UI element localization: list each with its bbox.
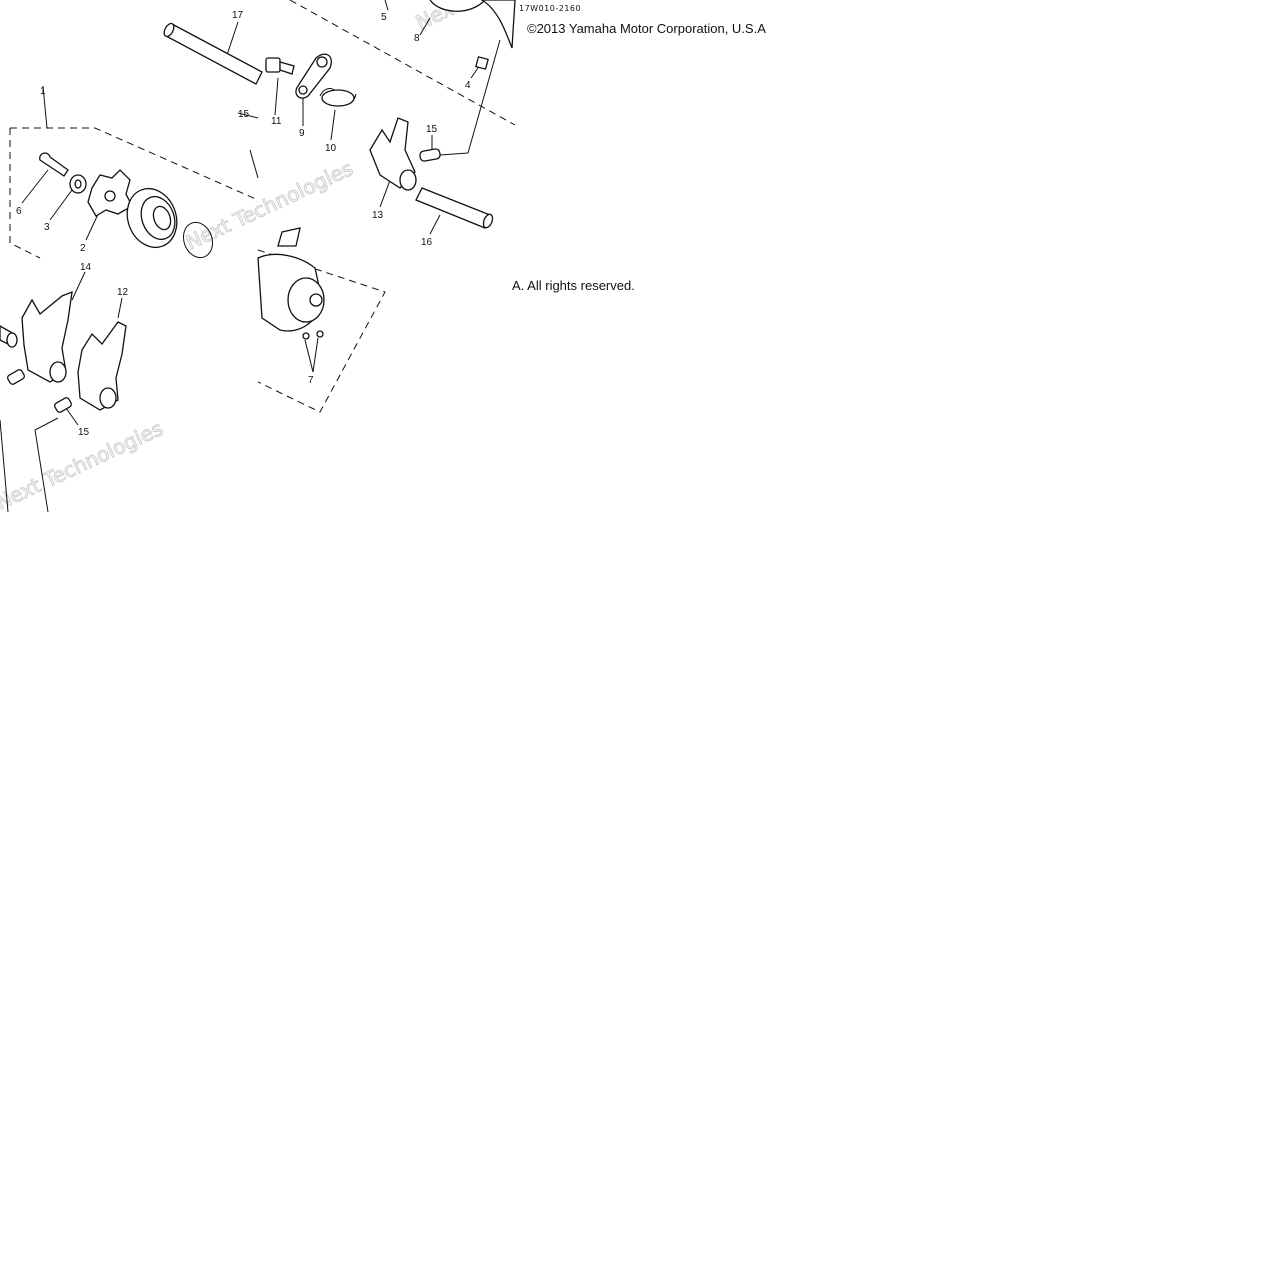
watermark-text-2: Next Technologies xyxy=(182,156,357,254)
segment-2 xyxy=(87,169,133,217)
shift-fork-13 xyxy=(369,117,417,191)
callout-15-a: 15 xyxy=(238,109,250,120)
shift-drum xyxy=(257,227,325,332)
pin-4 xyxy=(475,56,489,70)
callout-8: 8 xyxy=(414,33,420,44)
callout-13: 13 xyxy=(372,210,384,221)
callout-15-c: 15 xyxy=(78,427,90,438)
bearing xyxy=(126,187,178,249)
callout-12: 12 xyxy=(117,287,129,298)
stopper-lever-9 xyxy=(295,53,332,99)
pin-7 xyxy=(302,330,324,340)
copyright-line-1: ©2013 Yamaha Motor Corporation, U.S.A xyxy=(527,21,766,36)
dashed-box-left xyxy=(10,127,259,201)
shift-fork-12 xyxy=(77,321,127,411)
callout-5: 5 xyxy=(381,12,387,23)
copyright-line-2: A. All rights reserved. xyxy=(512,278,635,293)
rod-end-left xyxy=(0,325,18,348)
circlip xyxy=(182,221,214,259)
guide-pin-15-top xyxy=(419,148,441,162)
dashed-box-drum xyxy=(257,249,386,413)
shift-fork-14 xyxy=(21,290,73,383)
guide-pin-15-left xyxy=(7,369,72,413)
callout-6: 6 xyxy=(16,206,22,217)
shift-rod-17 xyxy=(163,22,263,85)
callout-4: 4 xyxy=(465,80,471,91)
assembly-outlines xyxy=(9,0,516,413)
spring-10 xyxy=(319,88,357,107)
callout-10: 10 xyxy=(325,143,337,154)
drum-top-fragment xyxy=(429,0,516,49)
callout-16: 16 xyxy=(421,237,433,248)
callout-9: 9 xyxy=(299,128,305,139)
callout-14: 14 xyxy=(80,262,92,273)
callout-1: 1 xyxy=(40,86,46,97)
shift-rod-16 xyxy=(415,187,494,229)
callout-11: 11 xyxy=(271,116,282,127)
washer-3 xyxy=(69,174,87,194)
screw-6 xyxy=(39,152,69,177)
dashed-box-left-side xyxy=(9,128,41,259)
drawing-code: 17W010-2160 xyxy=(519,4,581,13)
callout-2: 2 xyxy=(80,243,86,254)
callout-labels: 17 1 15 11 9 10 5 8 4 15 6 3 2 13 16 14 … xyxy=(16,10,471,438)
dashed-box-top xyxy=(289,0,516,126)
leader-lines xyxy=(0,0,501,513)
callout-15-b: 15 xyxy=(426,124,438,135)
bolt-11 xyxy=(265,57,295,75)
callout-3: 3 xyxy=(44,222,50,233)
callout-17: 17 xyxy=(232,10,244,21)
callout-7: 7 xyxy=(308,375,314,386)
